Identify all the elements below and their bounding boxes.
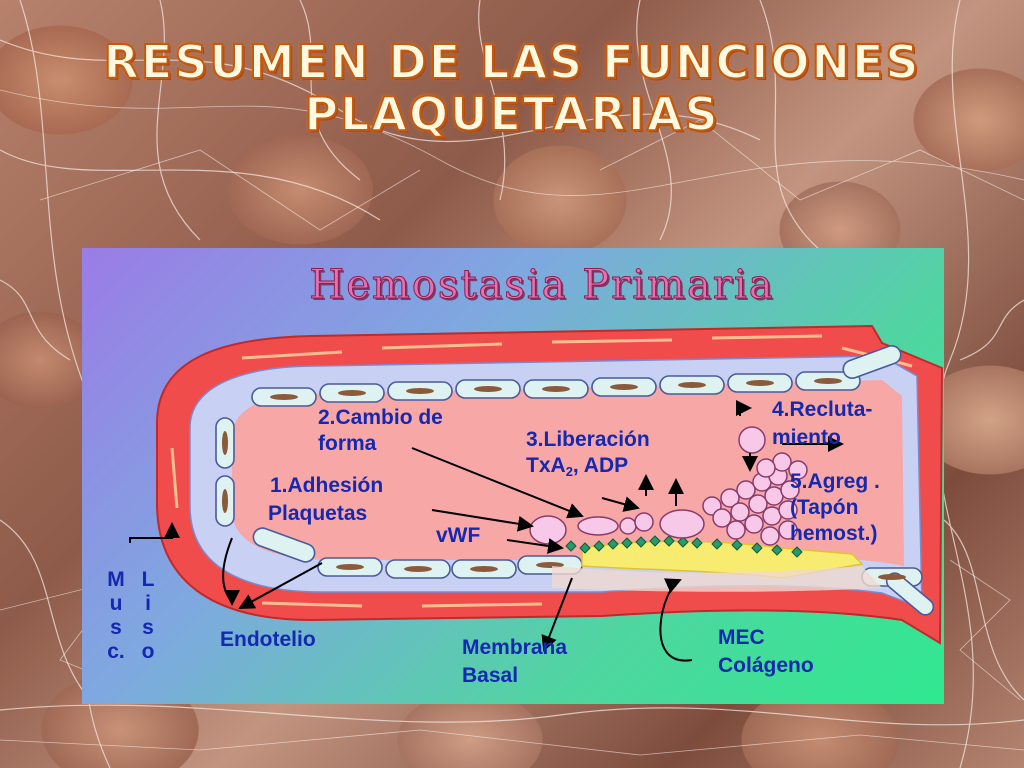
label-step5-line3: hemost.)	[790, 522, 878, 545]
label-endotelio: Endotelio	[220, 628, 316, 651]
label-musc-u: u	[109, 592, 123, 615]
label-step2-line2: forma	[318, 432, 377, 455]
diagram-title: Hemostasia Primaria	[309, 262, 775, 309]
label-musc-s: s	[110, 616, 122, 639]
label-membrana-line2: Basal	[462, 664, 519, 687]
label-membrana-line1: Membrana	[462, 636, 568, 659]
vessel-illustration	[129, 324, 944, 662]
page-title: RESUMEN DE LAS FUNCIONES PLAQUETARIAS	[102, 35, 921, 141]
label-step1-line2: Plaquetas	[268, 502, 368, 525]
cell-nuclei	[222, 378, 906, 580]
label-step4-line1: 4.Recluta-	[772, 398, 873, 421]
label-step4-line2: miento	[772, 426, 841, 449]
label-step1-line1: 1.Adhesión	[270, 474, 384, 497]
hemostasis-diagram: Hemostasia Primaria 2.Cambio de forma 3.…	[82, 248, 944, 704]
label-liso-s: s	[142, 616, 154, 639]
platelets	[529, 426, 808, 546]
label-step3-adp: , ADP	[572, 454, 629, 477]
label-step5-line2: (Tapón	[790, 496, 859, 519]
label-liso-l: L	[141, 568, 155, 591]
label-step3-txa: TxA	[526, 454, 566, 477]
label-liso-o: o	[141, 640, 155, 663]
basal-membrane-layer	[552, 566, 882, 592]
label-step3-line1: 3.Liberación	[526, 428, 650, 451]
label-step3-line2: TxA2, ADP	[526, 454, 628, 484]
label-vwf: vWF	[436, 524, 481, 547]
label-musc-m: M	[107, 568, 125, 591]
pointer-arrows	[129, 400, 844, 662]
label-liso-i: i	[145, 592, 151, 615]
label-mec: MEC	[718, 626, 765, 649]
label-step2-line1: 2.Cambio de	[318, 406, 443, 429]
label-musc-col1: M u s c.	[106, 568, 126, 664]
label-step5-line1: 5.Agreg .	[790, 470, 880, 493]
label-musc-c: c.	[107, 640, 125, 663]
label-step3-subscript: 2	[565, 464, 573, 479]
label-colageno: Colágeno	[718, 654, 814, 677]
endothelial-cells	[215, 345, 935, 616]
vwf-diamonds	[565, 535, 803, 558]
label-liso-col2: L i s o	[138, 568, 158, 664]
